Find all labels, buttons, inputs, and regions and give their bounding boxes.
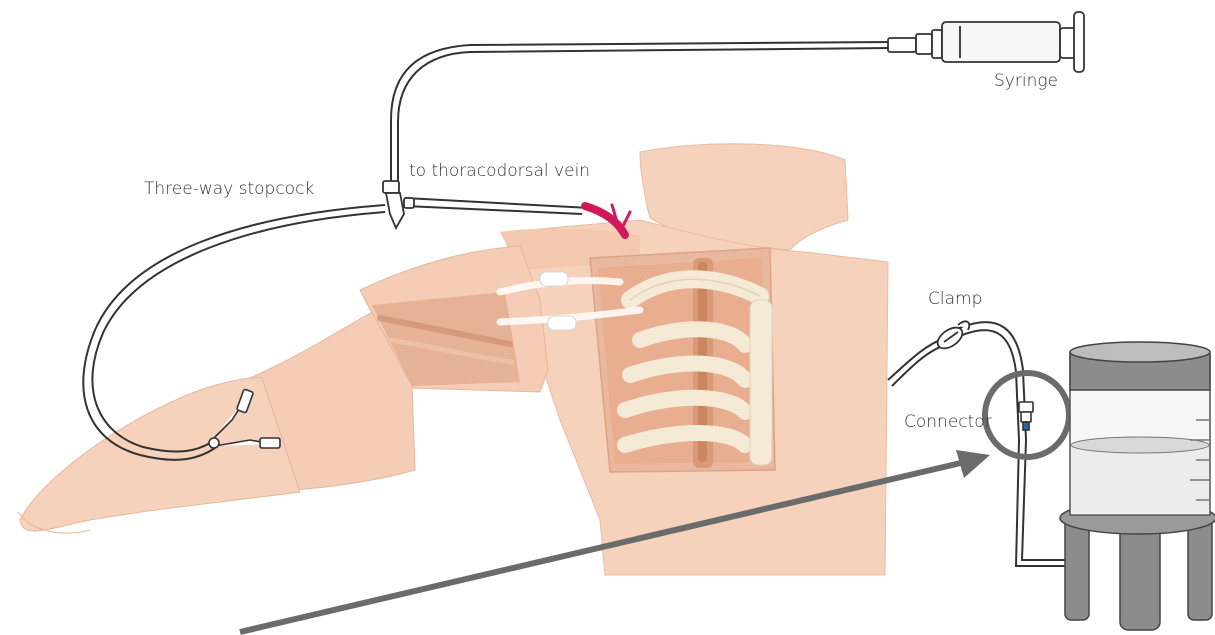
connector-icon [1019,402,1033,430]
clamp-icon [934,321,969,352]
three-way-stopcock-label: Three-way stopcock [144,179,314,199]
clamp-label: Clamp [928,289,982,309]
syringe-icon [888,12,1084,72]
connector-label: Connector [904,412,992,432]
manikin-arm [18,246,548,533]
syringe-label: Syringe [994,71,1058,91]
stopcock-icon [383,181,414,228]
to-thoracodorsal-vein-label: to thoracodorsal vein [409,161,590,181]
reservoir-icon [1060,342,1215,630]
